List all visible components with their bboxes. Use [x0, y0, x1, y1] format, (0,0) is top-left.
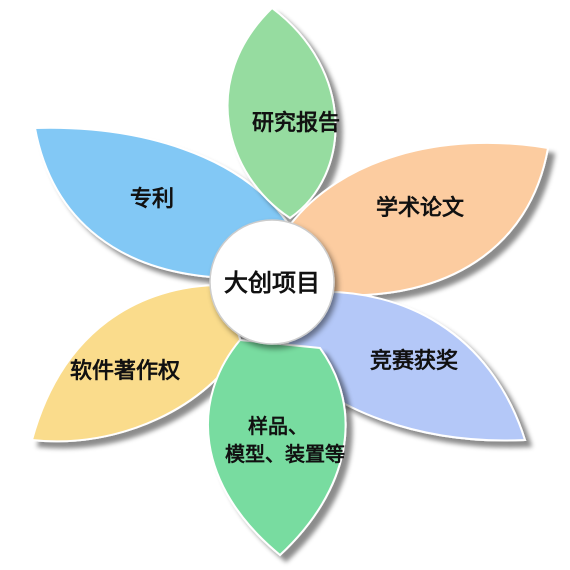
- petal-label-software-copyright: 软件著作权: [70, 358, 181, 384]
- petal-label-prototype-line1: 样品、: [248, 414, 308, 438]
- petal-label-competition-award: 竞赛获奖: [370, 348, 459, 374]
- center-label: 大创项目: [224, 269, 320, 297]
- petal-prototype: [206, 338, 347, 557]
- petal-patent: [33, 126, 289, 280]
- petal-academic-paper: [288, 141, 550, 297]
- petal-label-patent: 专利: [130, 186, 174, 212]
- petal-label-research-report: 研究报告: [252, 110, 340, 136]
- petal-label-prototype-line2: 模型、装置等: [225, 442, 345, 466]
- petal-software-copyright: [30, 283, 244, 443]
- center-circle: [209, 219, 335, 345]
- petal-label-academic-paper: 学术论文: [376, 195, 465, 221]
- petal-research-report: [226, 6, 337, 220]
